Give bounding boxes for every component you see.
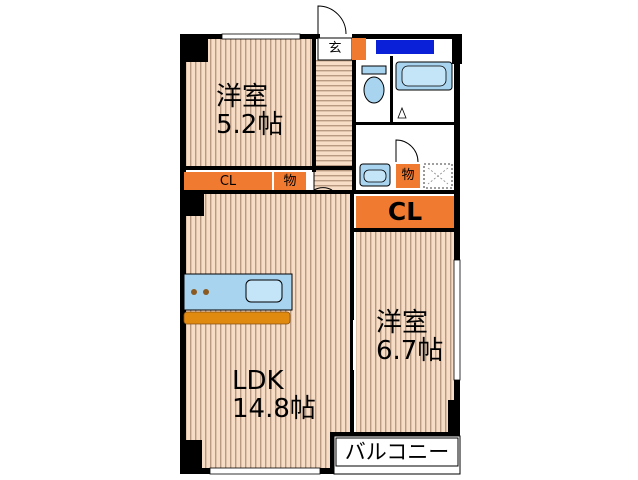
toilet-tank [361, 65, 387, 75]
room1-size: 5.2帖 [216, 110, 284, 140]
outer-wall-top-right [352, 34, 460, 39]
closet-main-label: CL [387, 197, 423, 226]
window-room1-top [221, 33, 301, 40]
wall-ldk-right [350, 194, 354, 438]
wall-wet-left [352, 56, 356, 194]
storage-1-label: 物 [283, 174, 297, 189]
window-ldk-bottom [209, 467, 321, 475]
storage-2-box [396, 164, 420, 188]
hall-floor [314, 60, 354, 194]
wall-ldk-left-block [180, 194, 204, 216]
hall-door-swing [313, 172, 333, 191]
outer-wall-bottom-left-block [180, 440, 202, 474]
room1-name: 洋室 [216, 82, 269, 112]
room2-size: 6.7帖 [376, 336, 444, 366]
wall-balcony-top [332, 432, 460, 436]
kitchen-bar-counter [183, 311, 291, 325]
closet-main [356, 196, 454, 228]
balcony-label-box [335, 437, 459, 467]
outer-wall-right [454, 34, 460, 434]
washroom-door-swing [395, 139, 419, 163]
balcony-label: バルコニー [344, 440, 450, 464]
ldk-name: LDK [232, 366, 284, 396]
wall-room1-bottom [184, 166, 354, 170]
bathtub-inner [401, 65, 447, 87]
closet-upper [184, 172, 272, 190]
wall-hall-bottom [184, 190, 456, 194]
closet-upper-label: CL [219, 174, 237, 189]
blue-marker [376, 40, 434, 54]
window-room2-right [453, 259, 461, 381]
ldk-size: 14.8帖 [232, 394, 316, 424]
room2-name: 洋室 [376, 308, 429, 338]
wall-room2-top [352, 228, 456, 232]
entrance-label: 玄 [328, 41, 342, 56]
entrance-orange-strip [352, 38, 366, 60]
storage-2-label: 物 [401, 168, 415, 183]
outer-wall-right-lower [448, 400, 460, 434]
wall-toilet-bath [390, 56, 393, 124]
wall-balcony-left [330, 432, 334, 474]
stove-burner-1 [191, 289, 197, 295]
storage-1-box [274, 172, 306, 190]
ldk-floor [184, 194, 352, 472]
wall-wet-mid [356, 122, 456, 125]
western-room-2-floor [356, 232, 456, 432]
kitchen-sink [245, 279, 283, 303]
washing-machine-x2 [427, 167, 449, 185]
bath-drain-mark [397, 106, 407, 119]
entrance-door-swing [317, 5, 347, 35]
toilet-bowl [363, 76, 385, 104]
wall-room1-right [312, 38, 316, 172]
washbasin-bowl [363, 169, 387, 183]
stove-burner-2 [203, 289, 209, 295]
outer-wall-left [180, 34, 186, 474]
